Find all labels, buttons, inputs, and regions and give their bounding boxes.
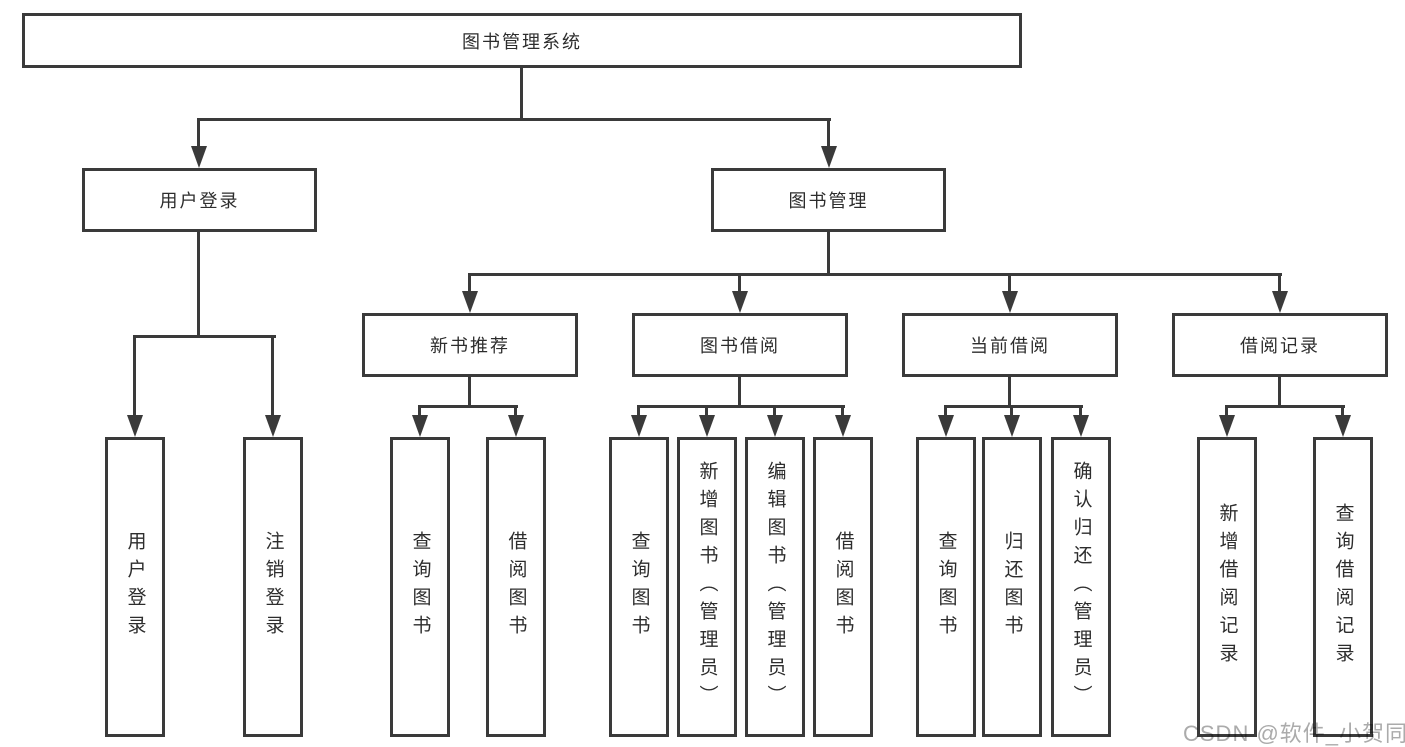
connector-drop-book-borrowing xyxy=(738,273,741,293)
connector-drop-leaf xyxy=(773,405,776,419)
arrowhead-down xyxy=(191,146,207,168)
arrowhead-down xyxy=(835,415,851,437)
connector-drop-leaf xyxy=(637,405,640,419)
connector-user-login-stem xyxy=(197,230,200,338)
node-book-management-label: 图书管理 xyxy=(788,191,869,211)
node-new-book-recommend: 新书推荐 xyxy=(362,313,578,377)
connector-drop-new-book-recommend xyxy=(468,273,471,293)
leaf-query-books-recommend: 查询图书 xyxy=(390,437,450,737)
node-book-borrowing-label: 图书借阅 xyxy=(700,336,780,356)
arrowhead-down xyxy=(767,415,783,437)
connector-new-book-recommend-stem xyxy=(468,374,471,408)
connector-drop-leaf xyxy=(841,405,844,419)
arrowhead-down xyxy=(1272,291,1288,313)
node-book-management: 图书管理 xyxy=(711,168,946,232)
connector-level1-hline xyxy=(198,118,831,121)
leaf-query-borrow-record: 查询借阅记录 xyxy=(1313,437,1373,737)
leaf-confirm-return-admin: 确认归还（管理员） xyxy=(1051,437,1111,737)
node-book-borrowing: 图书借阅 xyxy=(632,313,848,377)
connector-current-borrowing-stem xyxy=(1008,374,1011,408)
leaf-borrow-books-borrowing: 借阅图书 xyxy=(813,437,873,737)
connector-drop-leaf xyxy=(944,405,947,419)
connector-drop-current-borrowing xyxy=(1008,273,1011,293)
arrowhead-down xyxy=(127,415,143,437)
connector-drop-leaf xyxy=(1010,405,1013,419)
arrowhead-down xyxy=(938,415,954,437)
node-borrowing-records: 借阅记录 xyxy=(1172,313,1388,377)
connector-current-borrowing-hline xyxy=(944,405,1083,408)
leaf-query-books-current: 查询图书 xyxy=(916,437,976,737)
connector-drop-borrowing-records xyxy=(1278,273,1281,293)
leaf-borrow-books-borrowing-label: 借阅图书 xyxy=(832,531,854,643)
connector-drop-leaf-user-login xyxy=(133,335,136,418)
connector-drop-leaf xyxy=(1079,405,1082,419)
connector-drop-leaf xyxy=(1341,405,1344,419)
node-root-label: 图书管理系统 xyxy=(462,31,582,52)
connector-book-management-hline xyxy=(468,273,1282,276)
leaf-query-books-borrowing: 查询图书 xyxy=(609,437,669,737)
connector-drop-book-management xyxy=(827,118,830,150)
arrowhead-down xyxy=(462,291,478,313)
leaf-user-login-label: 用户登录 xyxy=(124,531,146,643)
leaf-edit-books-admin-label: 编辑图书（管理员） xyxy=(764,461,786,713)
connector-user-login-hline xyxy=(133,335,276,338)
connector-root-stem xyxy=(520,66,523,121)
arrowhead-down xyxy=(508,415,524,437)
arrowhead-down xyxy=(699,415,715,437)
leaf-query-books-borrowing-label: 查询图书 xyxy=(628,531,650,643)
arrowhead-down xyxy=(631,415,647,437)
csdn-watermark: CSDN @软件_小贺同学 xyxy=(1183,721,1405,746)
leaf-borrow-books-recommend: 借阅图书 xyxy=(486,437,546,737)
arrowhead-down xyxy=(1335,415,1351,437)
arrowhead-down xyxy=(1219,415,1235,437)
node-current-borrowing-label: 当前借阅 xyxy=(970,336,1050,356)
node-current-borrowing: 当前借阅 xyxy=(902,313,1118,377)
connector-drop-user-login xyxy=(197,118,200,150)
node-user-login-label: 用户登录 xyxy=(159,191,240,211)
leaf-user-login: 用户登录 xyxy=(105,437,165,737)
leaf-logout-label: 注销登录 xyxy=(262,531,284,643)
leaf-add-borrow-record-label: 新增借阅记录 xyxy=(1216,503,1238,671)
node-root: 图书管理系统 xyxy=(22,13,1022,68)
connector-borrowing-records-stem xyxy=(1278,374,1281,408)
node-new-book-recommend-label: 新书推荐 xyxy=(430,336,510,356)
connector-book-management-stem xyxy=(827,230,830,276)
node-borrowing-records-label: 借阅记录 xyxy=(1240,336,1320,356)
connector-drop-leaf xyxy=(1225,405,1228,419)
leaf-return-books: 归还图书 xyxy=(982,437,1042,737)
leaf-add-books-admin-label: 新增图书（管理员） xyxy=(696,461,718,713)
arrowhead-down xyxy=(265,415,281,437)
connector-drop-leaf-logout xyxy=(271,335,274,418)
connector-drop-leaf xyxy=(514,405,517,419)
connector-borrowing-records-hline xyxy=(1225,405,1345,408)
leaf-logout: 注销登录 xyxy=(243,437,303,737)
connector-drop-leaf xyxy=(418,405,421,419)
arrowhead-down xyxy=(1073,415,1089,437)
leaf-add-books-admin: 新增图书（管理员） xyxy=(677,437,737,737)
arrowhead-down xyxy=(1004,415,1020,437)
leaf-query-borrow-record-label: 查询借阅记录 xyxy=(1332,503,1354,671)
leaf-borrow-books-recommend-label: 借阅图书 xyxy=(505,531,527,643)
connector-book-borrowing-stem xyxy=(738,374,741,408)
arrowhead-down xyxy=(412,415,428,437)
leaf-add-borrow-record: 新增借阅记录 xyxy=(1197,437,1257,737)
arrowhead-down xyxy=(821,146,837,168)
connector-drop-leaf xyxy=(705,405,708,419)
connector-book-borrowing-hline xyxy=(637,405,845,408)
arrowhead-down xyxy=(732,291,748,313)
leaf-query-books-current-label: 查询图书 xyxy=(935,531,957,643)
node-user-login: 用户登录 xyxy=(82,168,317,232)
leaf-query-books-recommend-label: 查询图书 xyxy=(409,531,431,643)
leaf-return-books-label: 归还图书 xyxy=(1001,531,1023,643)
leaf-edit-books-admin: 编辑图书（管理员） xyxy=(745,437,805,737)
leaf-confirm-return-admin-label: 确认归还（管理员） xyxy=(1070,461,1092,713)
connector-new-book-recommend-hline xyxy=(418,405,518,408)
arrowhead-down xyxy=(1002,291,1018,313)
